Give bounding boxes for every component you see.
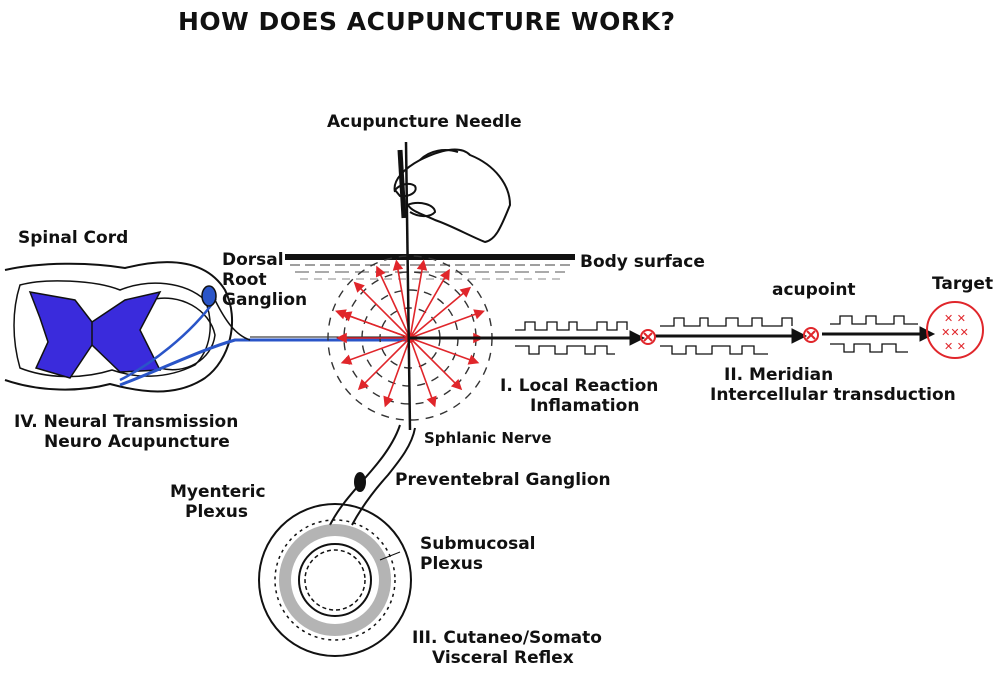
ray-arrow-13 bbox=[358, 337, 411, 390]
ray-arrow-10 bbox=[409, 337, 462, 390]
ray-arrow-11 bbox=[409, 337, 436, 406]
page-title: HOW DOES ACUPUNCTURE WORK? bbox=[178, 7, 676, 36]
ray-arrowhead-11 bbox=[426, 395, 437, 408]
meridian-label: II. Meridian Intercellular transduction bbox=[710, 365, 956, 405]
ray-arrowhead-3 bbox=[392, 259, 404, 271]
ray-arrowhead-5 bbox=[440, 268, 450, 281]
spinal-cord-label: Spinal Cord bbox=[18, 228, 129, 248]
ray-arrowhead-10 bbox=[450, 378, 463, 391]
ray-arrow-2 bbox=[376, 266, 411, 339]
local-reaction-line-1: I. Local Reaction bbox=[500, 376, 659, 396]
neural-transmission-label: IV. Neural Transmission Neuro Acupunctur… bbox=[14, 412, 238, 452]
submucosal-line-1: Submucosal bbox=[420, 534, 536, 554]
ray-arrow-5 bbox=[409, 270, 450, 339]
ray-arrowhead-4 bbox=[416, 259, 428, 271]
ray-arrowhead-6 bbox=[459, 286, 472, 298]
body-surface-label: Body surface bbox=[580, 252, 705, 272]
acupoint-label: acupoint bbox=[772, 280, 856, 300]
submucosal-plexus-label: Submucosal Plexus bbox=[420, 534, 536, 574]
drg-label: Dorsal Root Ganglion bbox=[222, 250, 307, 310]
svg-text:✕ ✕: ✕ ✕ bbox=[944, 312, 966, 325]
ray-arrow-16 bbox=[342, 312, 411, 339]
ray-arrowhead-14 bbox=[340, 354, 353, 365]
ray-arrow-6 bbox=[409, 287, 471, 339]
body-surface-layer bbox=[285, 254, 575, 280]
drg-label-line-1: Dorsal bbox=[222, 250, 284, 270]
prevertebral-ganglion-label: Preventebral Ganglion bbox=[395, 470, 611, 490]
spinal-cord bbox=[4, 261, 233, 393]
ray-arrowhead-12 bbox=[383, 395, 394, 408]
splanchnic-nerve bbox=[329, 424, 416, 526]
needle-and-hand bbox=[393, 141, 512, 431]
reflex-line-2: Visceral Reflex bbox=[432, 648, 574, 668]
reflex-label: III. Cutaneo/Somato Visceral Reflex bbox=[412, 628, 602, 668]
target-label: Target bbox=[932, 274, 994, 294]
meridian-track bbox=[410, 315, 936, 355]
drg-label-line-2: Root bbox=[222, 270, 267, 290]
svg-text:✕✕✕: ✕✕✕ bbox=[941, 326, 969, 339]
meridian-line-2: Intercellular transduction bbox=[710, 385, 956, 405]
local-reaction-label: I. Local Reaction Inflamation bbox=[500, 376, 658, 416]
ray-arrowhead-15 bbox=[336, 332, 347, 344]
splanchnic-nerve-label: Sphlanic Nerve bbox=[424, 429, 552, 447]
ray-arrow-12 bbox=[384, 337, 411, 406]
ray-arrowhead-9 bbox=[467, 354, 480, 365]
myenteric-line-2: Plexus bbox=[185, 502, 249, 522]
needle-label: Acupuncture Needle bbox=[327, 112, 522, 132]
ray-arrowhead-7 bbox=[473, 309, 485, 320]
ray-arrow-7 bbox=[409, 310, 484, 339]
reflex-line-1: III. Cutaneo/Somato bbox=[412, 628, 602, 648]
submucosal-line-2: Plexus bbox=[420, 554, 484, 574]
local-reaction-line-2: Inflamation bbox=[530, 396, 640, 416]
ray-arrow-14 bbox=[342, 337, 411, 364]
ray-arrow-1 bbox=[354, 282, 411, 339]
myenteric-plexus-label: Myenteric Plexus bbox=[170, 482, 266, 522]
nerve-fiber bbox=[119, 285, 410, 387]
ray-arrowhead-1 bbox=[353, 281, 365, 293]
ray-arrow-4 bbox=[409, 261, 425, 339]
myenteric-line-1: Myenteric bbox=[170, 482, 266, 502]
drg-label-line-3: Ganglion bbox=[222, 290, 308, 310]
target-organ: ✕✕✕ ✕ ✕ ✕ ✕ bbox=[926, 301, 984, 359]
meridian-line-1: II. Meridian bbox=[724, 365, 834, 385]
ray-arrowhead-2 bbox=[375, 265, 386, 278]
ray-arrowhead-16 bbox=[340, 311, 353, 322]
intestine-cross-section bbox=[258, 503, 412, 657]
acupoint-markers bbox=[640, 327, 819, 345]
neural-line-2: Neuro Acupuncture bbox=[44, 432, 230, 452]
ray-arrowhead-13 bbox=[357, 378, 370, 391]
neural-line-1: IV. Neural Transmission bbox=[14, 412, 239, 432]
ray-arrow-9 bbox=[409, 337, 478, 364]
svg-text:✕ ✕: ✕ ✕ bbox=[944, 340, 966, 353]
